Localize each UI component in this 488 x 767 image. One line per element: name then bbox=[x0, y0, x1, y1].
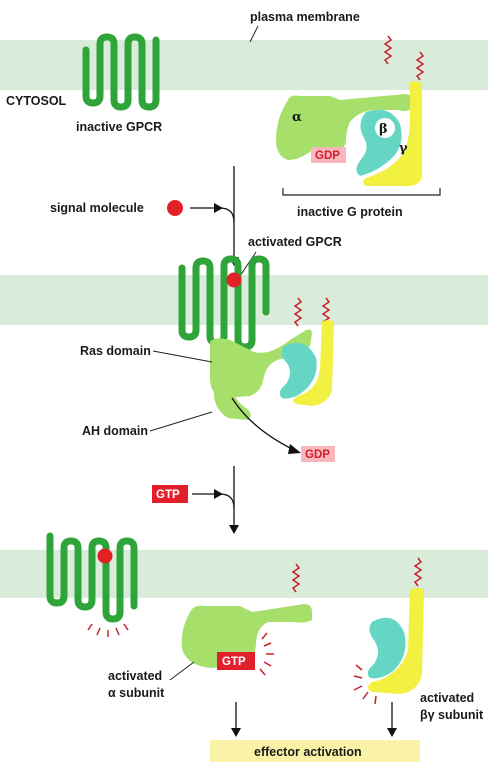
activated-alpha-subunit bbox=[181, 604, 312, 668]
gtp-join-arrowhead bbox=[214, 489, 223, 499]
gtp-input-text: GTP bbox=[156, 489, 180, 501]
effector-activation-label: effector activation bbox=[254, 745, 362, 759]
gdp-release-arrow bbox=[231, 397, 299, 453]
beta-subunit-mid bbox=[279, 342, 317, 399]
receptor-activity-spikes bbox=[87, 623, 129, 637]
gamma-subunit-inactive bbox=[363, 81, 422, 186]
inactive-g-protein-label: inactive G protein bbox=[297, 205, 403, 219]
ras-domain-label: Ras domain bbox=[80, 344, 151, 358]
alpha-letter: α bbox=[292, 110, 302, 125]
signal-join-curve bbox=[190, 207, 235, 223]
inactive-g-protein: GDP α β γ bbox=[276, 35, 425, 186]
released-gpcr-receptor bbox=[46, 532, 138, 623]
membrane-band-top bbox=[0, 40, 488, 90]
membrane-band-middle bbox=[0, 275, 488, 325]
activated-alpha-pointer bbox=[169, 661, 195, 681]
gamma-letter: γ bbox=[399, 141, 408, 156]
gdp-bound-badge bbox=[311, 147, 346, 163]
ah-domain-shape bbox=[213, 388, 251, 420]
gamma-lipid-anchor-bottom bbox=[413, 557, 423, 587]
ah-domain-pointer bbox=[149, 411, 213, 432]
activated-alpha-label-line1: activated bbox=[108, 669, 162, 683]
signal-molecule-label: signal molecule bbox=[50, 201, 144, 215]
gdp-released-badge bbox=[301, 446, 335, 462]
beta-letter: β bbox=[379, 122, 388, 137]
ras-domain-pointer bbox=[152, 350, 213, 363]
activated-bg-label-line2: βγ subunit bbox=[420, 708, 484, 722]
inactive-gpcr-label: inactive GPCR bbox=[76, 120, 162, 134]
signal-join-arrowhead bbox=[214, 203, 223, 213]
inactive-gpcr-receptor bbox=[82, 33, 160, 111]
plasma-membrane-label: plasma membrane bbox=[250, 10, 360, 24]
activated-alpha-label-line2: α subunit bbox=[108, 686, 165, 700]
activated-gamma-subunit bbox=[368, 588, 424, 694]
activated-gpcr-label: activated GPCR bbox=[248, 235, 342, 249]
beta-gamma-activity-spikes bbox=[353, 664, 377, 705]
alpha-lipid-anchor-bottom bbox=[291, 563, 301, 593]
gtp-input-badge bbox=[152, 485, 188, 503]
alpha-letter-bg bbox=[290, 108, 306, 124]
step2-arrow-head bbox=[229, 525, 239, 534]
alpha-lipid-anchor-mid bbox=[293, 297, 303, 327]
beta-letter-bg bbox=[375, 118, 395, 138]
signal-molecule-icon bbox=[167, 200, 183, 216]
activated-gpcr-receptor bbox=[178, 255, 270, 351]
effector-activation-box bbox=[210, 740, 420, 762]
gtp-bound-text: GTP bbox=[222, 656, 246, 668]
receptor-bound-signal bbox=[97, 548, 113, 564]
gdp-release-arrowhead bbox=[288, 444, 301, 454]
alpha-subunit-inactive bbox=[276, 94, 412, 160]
activated-beta-subunit bbox=[367, 617, 406, 679]
cytosol-label: CYTOSOL bbox=[6, 94, 67, 108]
gdp-released-text: GDP bbox=[305, 449, 330, 461]
gdp-bound-text: GDP bbox=[315, 150, 340, 162]
gamma-lipid-anchor bbox=[415, 51, 425, 81]
alpha-lipid-anchor bbox=[383, 35, 393, 65]
activated-bg-label-line1: activated bbox=[420, 691, 474, 705]
gtp-join-curve bbox=[192, 493, 235, 509]
alpha-to-effector-head bbox=[231, 728, 241, 737]
alpha-activity-spikes bbox=[259, 632, 274, 676]
gamma-subunit-mid bbox=[293, 320, 334, 406]
plasma-membrane-pointer bbox=[249, 25, 259, 43]
bound-signal-molecule bbox=[226, 272, 242, 288]
gtp-bound-badge bbox=[217, 652, 255, 670]
activated-gpcr-pointer bbox=[239, 251, 257, 277]
inactive-g-protein-bracket bbox=[282, 188, 441, 196]
bg-to-effector-head bbox=[387, 728, 397, 737]
ah-domain-label: AH domain bbox=[82, 424, 148, 438]
